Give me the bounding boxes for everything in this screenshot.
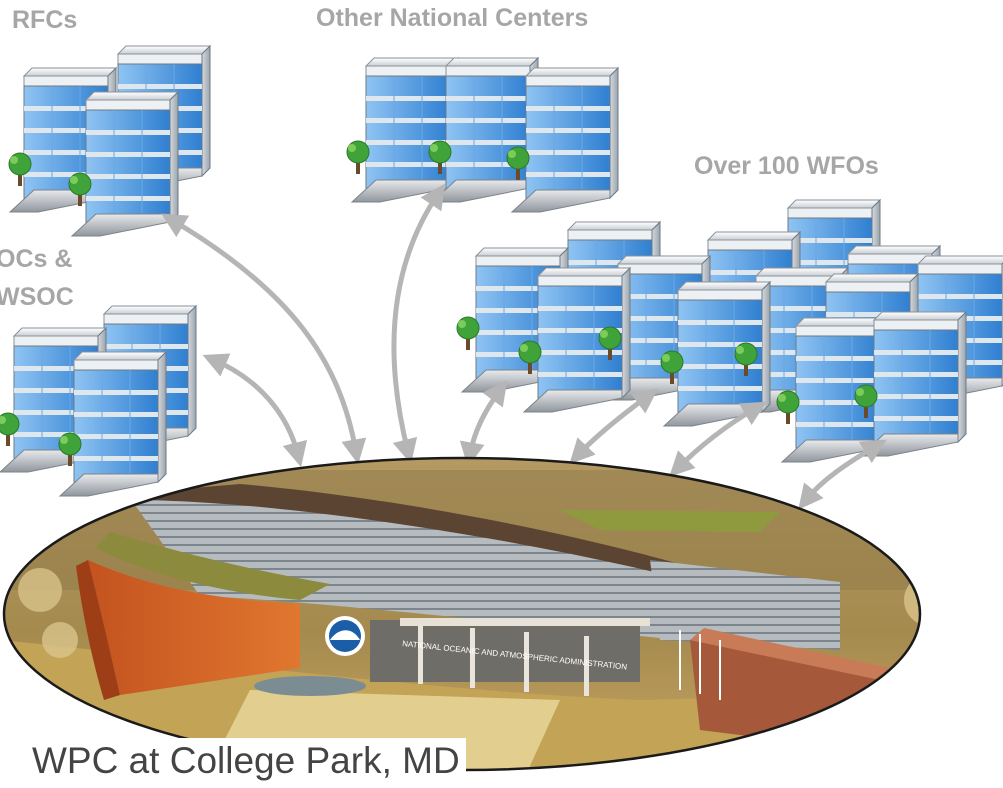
label-other-national-centers: Other National Centers: [316, 4, 589, 32]
office-building-icon: [59, 351, 167, 497]
office-building-icon: [511, 67, 619, 213]
office-building-icon: [71, 91, 179, 237]
caption-wpc: WPC at College Park, MD: [28, 738, 466, 784]
arrow-wfo-wpc-4: [798, 439, 887, 510]
office-building-icon: [351, 57, 459, 203]
label-wsoc: OCs & WSOC: [0, 240, 74, 316]
rfc-building-group: [8, 45, 211, 237]
label-rfcs: RFCs: [12, 6, 78, 34]
office-building-icon: [431, 57, 539, 203]
arrow-rfc-wpc: [161, 213, 367, 465]
arrow-wfo-wpc-3: [669, 401, 767, 477]
label-wfos: Over 100 WFOs: [694, 152, 879, 180]
wsoc-building-group: [0, 305, 197, 497]
arrow-national-centers-wpc: [391, 183, 445, 465]
office-building-icon: [859, 311, 967, 457]
label-wsoc-line1: OCs &: [0, 245, 73, 273]
arrow-wfo-wpc-2: [569, 388, 659, 465]
arrow-wsoc-wpc: [202, 353, 308, 468]
label-wsoc-line2: WSOC: [0, 283, 74, 311]
national-centers-building-group: [346, 57, 619, 213]
arrow-wfo-wpc-1: [459, 379, 508, 468]
